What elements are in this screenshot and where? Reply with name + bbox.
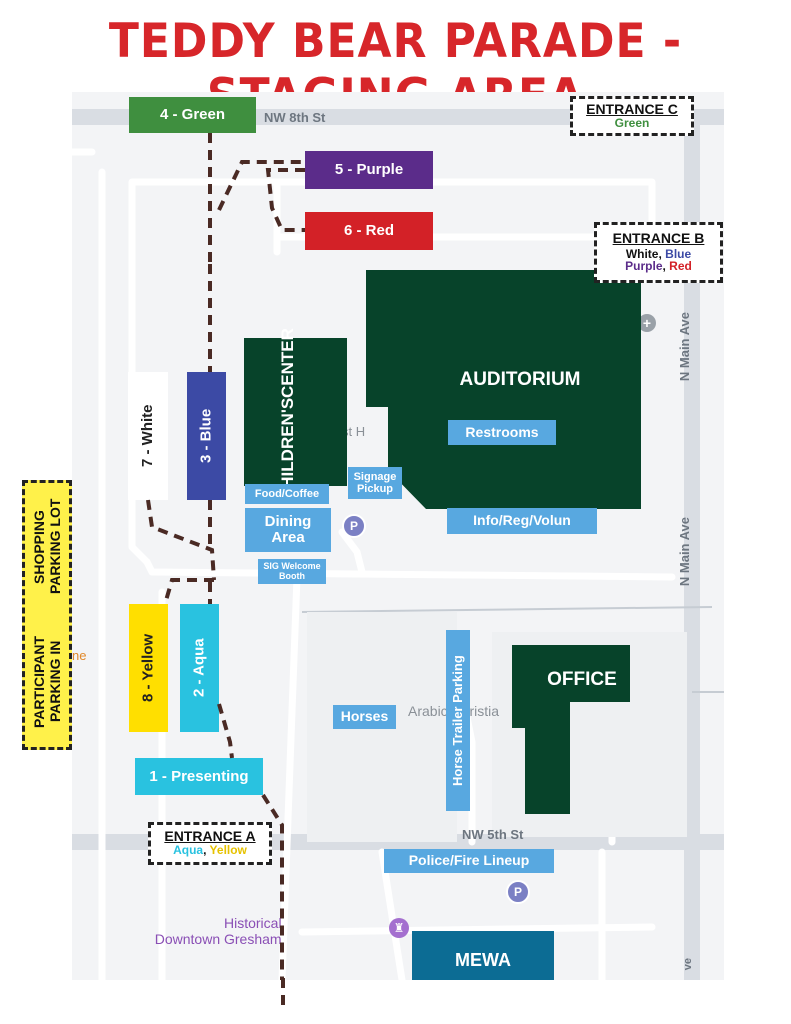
landmark-icon: ♜ bbox=[389, 918, 409, 938]
entrance-b-sep: , bbox=[662, 259, 670, 274]
signage-pickup-label[interactable]: Signage Pickup bbox=[348, 467, 402, 499]
parade-route-tail bbox=[281, 978, 285, 1006]
sig-line-1: SIG Welcome bbox=[263, 560, 321, 571]
entrance-b-white: White bbox=[625, 246, 659, 261]
sig-line-2: Booth bbox=[279, 570, 305, 581]
staging-5-purple[interactable]: 5 - Purple bbox=[305, 151, 433, 189]
participant-parking-text: PARTICIPANT PARKING IN SHOPPING PARKING … bbox=[26, 480, 68, 750]
street-fragment: ve bbox=[682, 958, 694, 971]
entrance-c-colors: Green bbox=[614, 115, 650, 130]
signage-line-2: Pickup bbox=[356, 483, 394, 495]
staging-2-aqua[interactable]: 2 - Aqua bbox=[180, 604, 219, 732]
dining-area-label[interactable]: Dining Area bbox=[245, 508, 331, 552]
street-nw-8th: NW 8th St bbox=[264, 110, 326, 125]
restrooms-label[interactable]: Restrooms bbox=[448, 420, 556, 445]
historical-line-2: Downtown Gresham bbox=[154, 931, 282, 948]
staging-8-yellow[interactable]: 8 - Yellow bbox=[129, 604, 168, 732]
mewa-building[interactable]: MEWA bbox=[412, 931, 554, 980]
staging-4-green[interactable]: 4 - Green bbox=[129, 97, 256, 133]
horses-label[interactable]: Horses bbox=[333, 705, 396, 729]
entrance-b-sep: , bbox=[658, 246, 666, 261]
entrance-b[interactable]: ENTRANCE B White, Blue Purple, Red bbox=[594, 222, 723, 283]
staging-7-white[interactable]: 7 - White bbox=[128, 372, 168, 500]
entrance-b-blue: Blue bbox=[665, 246, 692, 261]
parking-line-1: PARTICIPANT PARKING IN bbox=[30, 635, 63, 728]
entrance-b-red: Red bbox=[669, 259, 692, 274]
entrance-a-aqua: Aqua bbox=[173, 842, 204, 857]
parking-icon: P bbox=[342, 514, 366, 538]
entrance-a-sep: , bbox=[203, 842, 210, 857]
street-nw-5th: NW 5th St bbox=[462, 827, 524, 842]
entrance-a-heading: ENTRANCE A bbox=[164, 828, 256, 844]
info-reg-volun-label[interactable]: Info/Reg/Volun bbox=[447, 508, 597, 534]
entrance-b-purple: Purple bbox=[625, 259, 663, 274]
lot-patch bbox=[492, 632, 687, 837]
street-n-main-upper: N Main Ave bbox=[677, 312, 692, 382]
signage-line-1: Signage bbox=[353, 470, 397, 483]
historical-downtown-label: Historical Downtown Gresham bbox=[155, 915, 282, 947]
participant-parking-lot[interactable] bbox=[22, 480, 72, 750]
staging-6-red[interactable]: 6 - Red bbox=[305, 212, 433, 250]
food-coffee-label[interactable]: Food/Coffee bbox=[245, 484, 329, 504]
childrens-center-title: CHILDREN'S CENTER bbox=[277, 328, 299, 501]
entrance-a-colors: Aqua, Yellow bbox=[151, 842, 269, 857]
street-n-main-lower: N Main Ave bbox=[677, 517, 692, 587]
entrance-c-heading: ENTRANCE C bbox=[586, 101, 678, 117]
parking-icon: P bbox=[506, 880, 530, 904]
staging-3-blue[interactable]: 3 - Blue bbox=[187, 372, 226, 500]
cross-icon: + bbox=[638, 314, 656, 332]
entrance-a-yellow: Yellow bbox=[209, 842, 247, 857]
staging-1-presenting[interactable]: 1 - Presenting bbox=[135, 758, 263, 795]
police-fire-lineup-label[interactable]: Police/Fire Lineup bbox=[384, 849, 554, 873]
dining-line-2: Area bbox=[271, 529, 305, 546]
horse-trailer-parking-label[interactable]: Horse Trailer Parking bbox=[446, 630, 470, 811]
historical-line-1: Historical bbox=[224, 915, 282, 931]
parking-line-2: SHOPPING PARKING LOT bbox=[30, 499, 63, 595]
place-label: st H bbox=[342, 424, 366, 439]
dining-line-1: Dining bbox=[264, 512, 312, 530]
childrens-center-building[interactable] bbox=[244, 338, 347, 486]
auditorium-title: AUDITORIUM bbox=[459, 369, 581, 390]
childrens-line-2: CENTER bbox=[278, 327, 297, 398]
entrance-b-line-1: White, Blue bbox=[597, 246, 720, 261]
entrance-b-heading: ENTRANCE B bbox=[612, 230, 705, 246]
place-label: ne bbox=[72, 648, 87, 663]
entrance-a[interactable]: ENTRANCE A Aqua, Yellow bbox=[148, 822, 272, 865]
sig-welcome-booth-label[interactable]: SIG Welcome Booth bbox=[258, 559, 326, 584]
entrance-b-line-2: Purple, Red bbox=[597, 260, 720, 273]
entrance-c[interactable]: ENTRANCE C Green bbox=[570, 96, 694, 136]
office-title: OFFICE bbox=[547, 669, 617, 690]
